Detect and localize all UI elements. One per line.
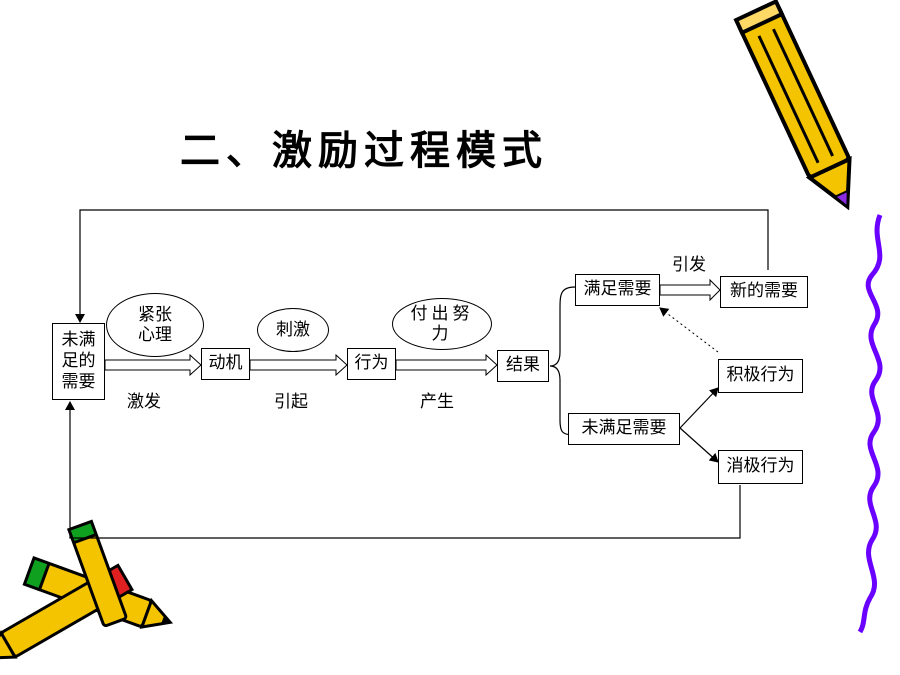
node-new-need: 新的需要: [720, 276, 808, 308]
node-new-need-label: 新的需要: [730, 281, 798, 302]
pencils-crossed-icon: [0, 521, 175, 670]
oval-effort-label: 付出努力: [406, 304, 478, 345]
dotted-arrow-positive-to-satisfied: [660, 308, 718, 352]
node-unmet-need-label: 未满足的需要: [59, 330, 99, 394]
node-motive: 动机: [201, 348, 250, 380]
edge-label-arouse: 激发: [127, 387, 161, 412]
wavy-border: [860, 215, 880, 632]
node-unsatisfied-need: 未满足需要: [568, 413, 680, 445]
node-result-label: 结果: [506, 355, 540, 376]
node-positive-behavior: 积极行为: [718, 359, 803, 393]
oval-stimulus: 刺激: [257, 308, 329, 352]
node-negative-behavior: 消极行为: [718, 450, 803, 484]
oval-effort: 付出努力: [392, 298, 492, 350]
hollow-arrow-arouse: [105, 355, 201, 375]
node-unsatisfied-need-label: 未满足需要: [582, 418, 667, 439]
node-motive-label: 动机: [209, 353, 243, 374]
arrow-to-negative: [680, 428, 718, 462]
hollow-arrow-trigger: [660, 280, 720, 300]
node-result: 结果: [497, 350, 549, 382]
oval-tension-label: 紧张心理: [135, 305, 175, 346]
edge-label-produce: 产生: [420, 387, 454, 412]
arrow-to-positive: [680, 388, 718, 428]
node-behavior: 行为: [347, 348, 396, 380]
edge-label-cause: 引起: [274, 387, 308, 412]
hollow-arrow-cause: [250, 355, 347, 375]
node-satisfied-need: 满足需要: [575, 274, 660, 306]
node-positive-behavior-label: 积极行为: [727, 365, 795, 386]
hollow-arrow-produce: [396, 355, 497, 375]
edge-label-trigger: 引发: [672, 250, 706, 275]
node-behavior-label: 行为: [355, 353, 389, 374]
node-negative-behavior-label: 消极行为: [727, 456, 795, 477]
oval-tension: 紧张心理: [106, 293, 204, 357]
pencil-icon: [736, 1, 867, 215]
node-satisfied-need-label: 满足需要: [584, 279, 652, 300]
oval-stimulus-label: 刺激: [276, 320, 310, 340]
page-title: 二、激励过程模式: [180, 118, 640, 176]
node-unmet-need: 未满足的需要: [52, 323, 105, 400]
